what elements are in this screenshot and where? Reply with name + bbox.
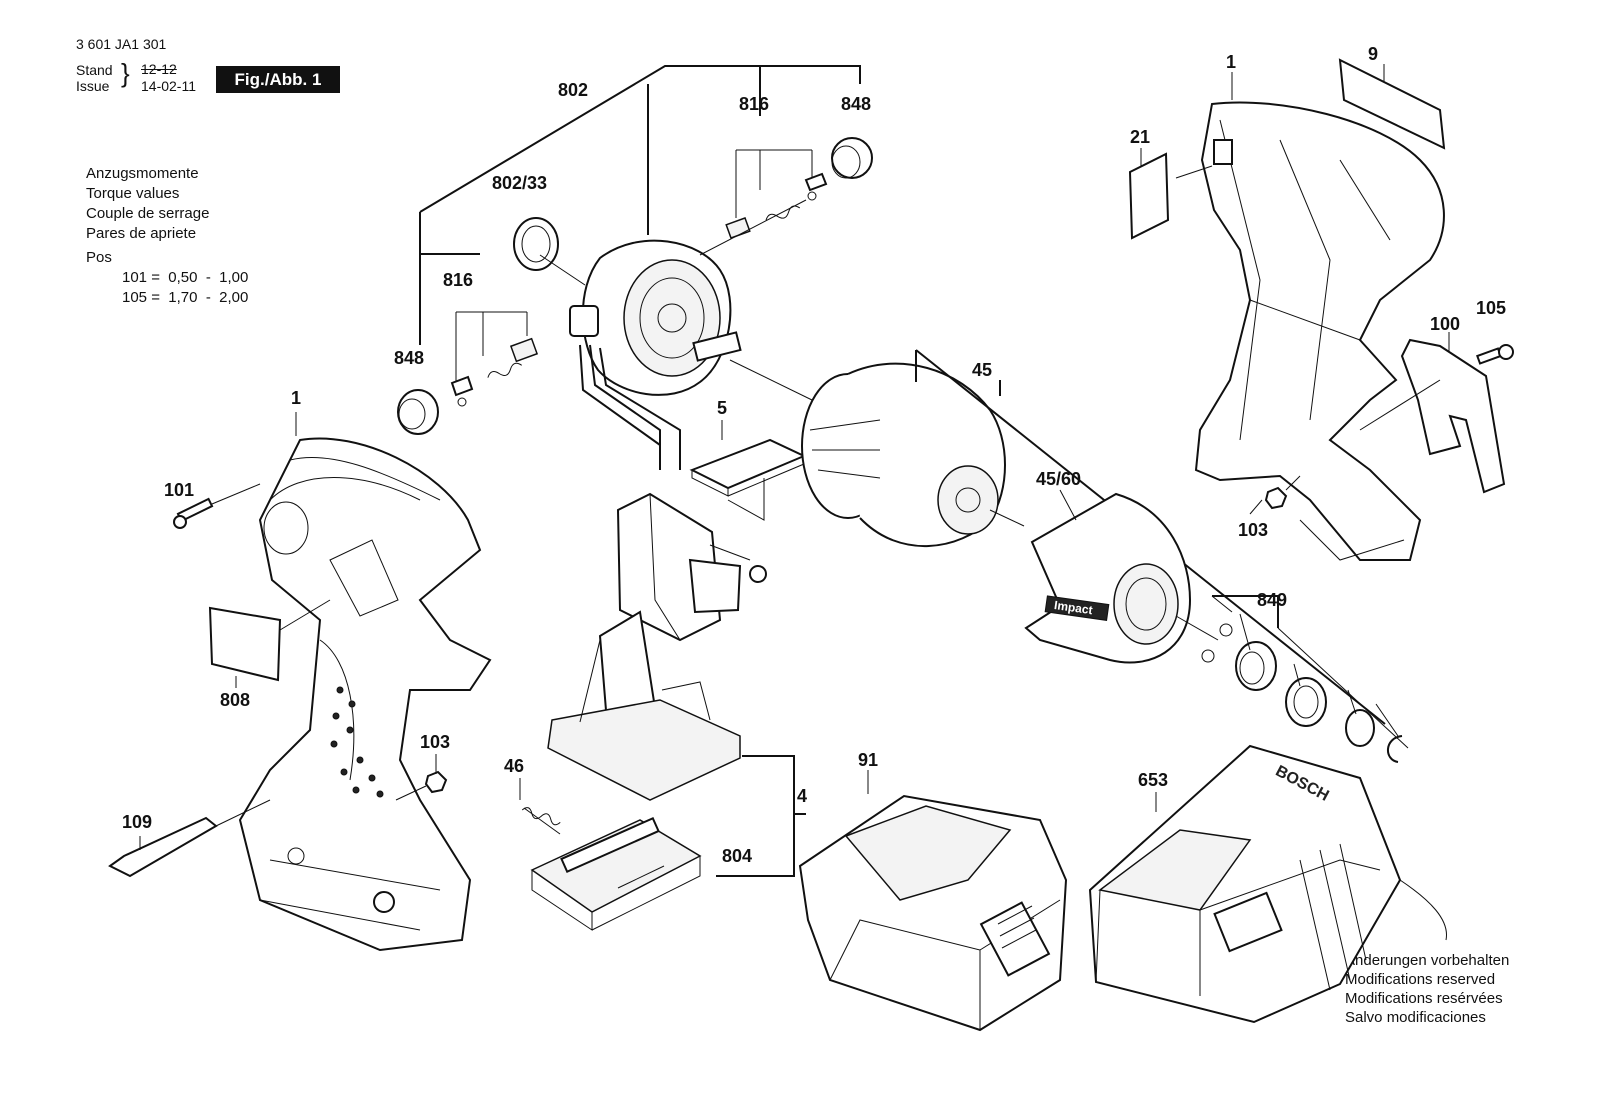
torque-row: 105 = 1,70 - 2,00: [122, 289, 249, 306]
o-ring-802-33: [513, 217, 559, 271]
note-line: Modifications resérvées: [1345, 990, 1503, 1007]
stand-value: 12-12: [141, 61, 177, 77]
torque-values: Anzugsmomente Torque values Couple de se…: [86, 164, 248, 308]
label-1-right: 1: [1226, 52, 1236, 72]
nut-103-left: [395, 770, 448, 801]
label-653: 653: [1138, 770, 1168, 790]
screw-105: [1476, 344, 1514, 365]
modification-notes: Änderungen vorbehalten Modifications res…: [1345, 951, 1509, 1027]
front-cover-45-60: Impact: [1024, 492, 1219, 664]
label-808: 808: [220, 690, 250, 710]
label-804: 804: [722, 846, 752, 866]
note-line: Änderungen vorbehalten: [1345, 952, 1510, 969]
brace: }: [121, 58, 130, 88]
label-5: 5: [717, 398, 727, 418]
label-sheet-808: [208, 599, 331, 682]
belt-clip-100: [1359, 338, 1506, 494]
bracket-802: [419, 65, 861, 345]
housing-left-dots: [330, 686, 384, 798]
contact-plate-804: [530, 816, 702, 931]
label-sheet-9: [1338, 58, 1446, 150]
torque-line: Anzugsmomente: [86, 165, 199, 182]
label-103-left: 103: [420, 732, 450, 752]
issue-label: Issue: [76, 78, 110, 94]
torque-row: 101 = 0,50 - 1,00: [122, 269, 249, 286]
housing-left-1: [238, 437, 492, 952]
bracket-816-left: [455, 311, 528, 384]
bracket-816-top: [735, 149, 813, 218]
nut-103-right: [1264, 475, 1301, 510]
electronics-module: [547, 492, 767, 801]
gear-housing-45: [801, 362, 1025, 548]
label-101: 101: [164, 480, 194, 500]
note-line: Salvo modificaciones: [1345, 1009, 1486, 1026]
label-849: 849: [1257, 590, 1287, 610]
housing-right-1: [1175, 101, 1445, 561]
label-816-left: 816: [443, 270, 473, 290]
brush-holder-top: [725, 172, 828, 239]
label-1-left: 1: [291, 388, 301, 408]
battery-91: [798, 794, 1068, 1032]
label-45: 45: [972, 360, 992, 380]
label-802-33: 802/33: [492, 173, 547, 193]
figure-badge: Fig./Abb. 1: [216, 66, 340, 93]
label-9: 9: [1368, 44, 1378, 64]
stand-label: Stand: [76, 62, 113, 78]
label-109: 109: [122, 812, 152, 832]
label-sheet-21: [1128, 152, 1170, 240]
part-labels: 802 816 848 802/33 816 848 1 101 808 103…: [122, 44, 1506, 866]
label-4: 4: [797, 786, 807, 806]
label-848-top: 848: [841, 94, 871, 114]
label-46: 46: [504, 756, 524, 776]
label-91: 91: [858, 750, 878, 770]
issue-value: 14-02-11: [141, 78, 197, 94]
label-103-right: 103: [1238, 520, 1268, 540]
part-number: 3 601 JA1 301: [76, 36, 167, 52]
brush-holder-left: [450, 337, 539, 407]
parts-849: [1201, 595, 1409, 763]
label-45-60: 45/60: [1036, 469, 1081, 489]
bit-109: [108, 799, 271, 878]
label-21: 21: [1130, 127, 1150, 147]
cap-848-top: [831, 137, 873, 179]
pos-label: Pos: [86, 249, 112, 266]
screw-101: [173, 483, 261, 529]
label-816-top: 816: [739, 94, 769, 114]
label-105: 105: [1476, 298, 1506, 318]
bracket-4: [716, 755, 806, 877]
torque-line: Couple de serrage: [86, 205, 210, 222]
label-802: 802: [558, 80, 588, 100]
motor-802: [539, 199, 813, 470]
charger-653: BOSCH: [1088, 744, 1447, 1024]
torque-line: Torque values: [86, 185, 180, 202]
torque-line: Pares de apriete: [86, 225, 197, 242]
label-100: 100: [1430, 314, 1460, 334]
impact-brand-text: Impact: [1053, 598, 1093, 617]
cap-848-left: [397, 389, 439, 435]
switch-cover-5: [689, 438, 807, 521]
spring-46: [521, 807, 561, 835]
note-line: Modifications reserved: [1345, 971, 1496, 988]
label-848-left: 848: [394, 348, 424, 368]
leader-lines: [139, 72, 1450, 850]
